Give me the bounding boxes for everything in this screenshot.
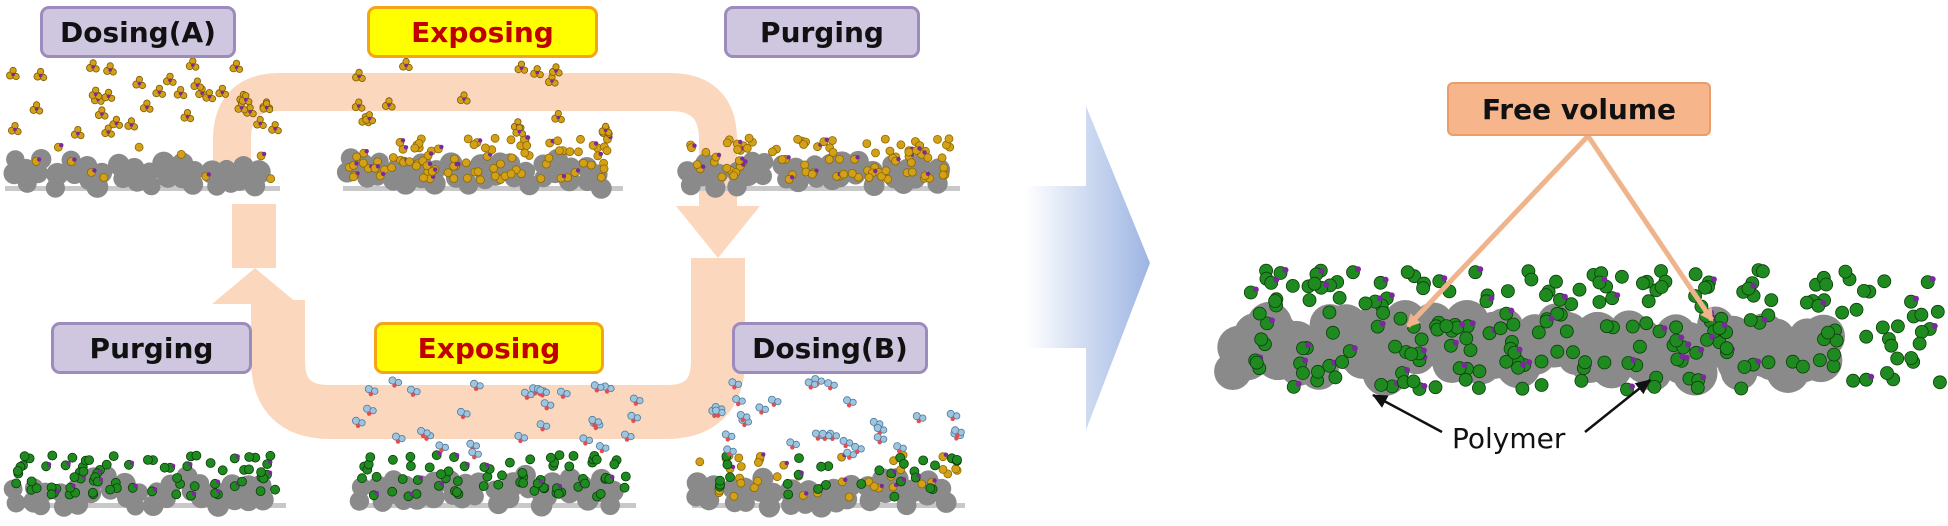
polymer-pointers bbox=[1372, 379, 1651, 434]
panel-dosing-a bbox=[3, 57, 282, 198]
panel-exposing-top bbox=[336, 57, 623, 199]
label-purging-top: Purging bbox=[724, 6, 920, 58]
panel-result-hybrid-film bbox=[1214, 263, 1947, 397]
label-exposing-top: Exposing bbox=[367, 6, 598, 58]
label-free-volume: Free volume bbox=[1447, 82, 1711, 136]
substrate-line bbox=[682, 186, 960, 191]
label-exposing-bottom: Exposing bbox=[374, 322, 604, 374]
transition-arrow bbox=[1025, 106, 1150, 430]
panel-dosing-b bbox=[686, 375, 965, 518]
panel-exposing-bottom bbox=[349, 376, 644, 517]
label-polymer: Polymer bbox=[1452, 422, 1566, 455]
label-dosing-b: Dosing(B) bbox=[732, 322, 928, 374]
label-purging-bottom: Purging bbox=[51, 322, 252, 374]
free-volume-pointers bbox=[1406, 134, 1715, 328]
label-dosing-a: Dosing(A) bbox=[40, 6, 236, 58]
panel-purging-top bbox=[677, 133, 960, 198]
cycle-loop-arrow bbox=[212, 73, 760, 439]
panel-purging-bottom bbox=[3, 450, 286, 517]
